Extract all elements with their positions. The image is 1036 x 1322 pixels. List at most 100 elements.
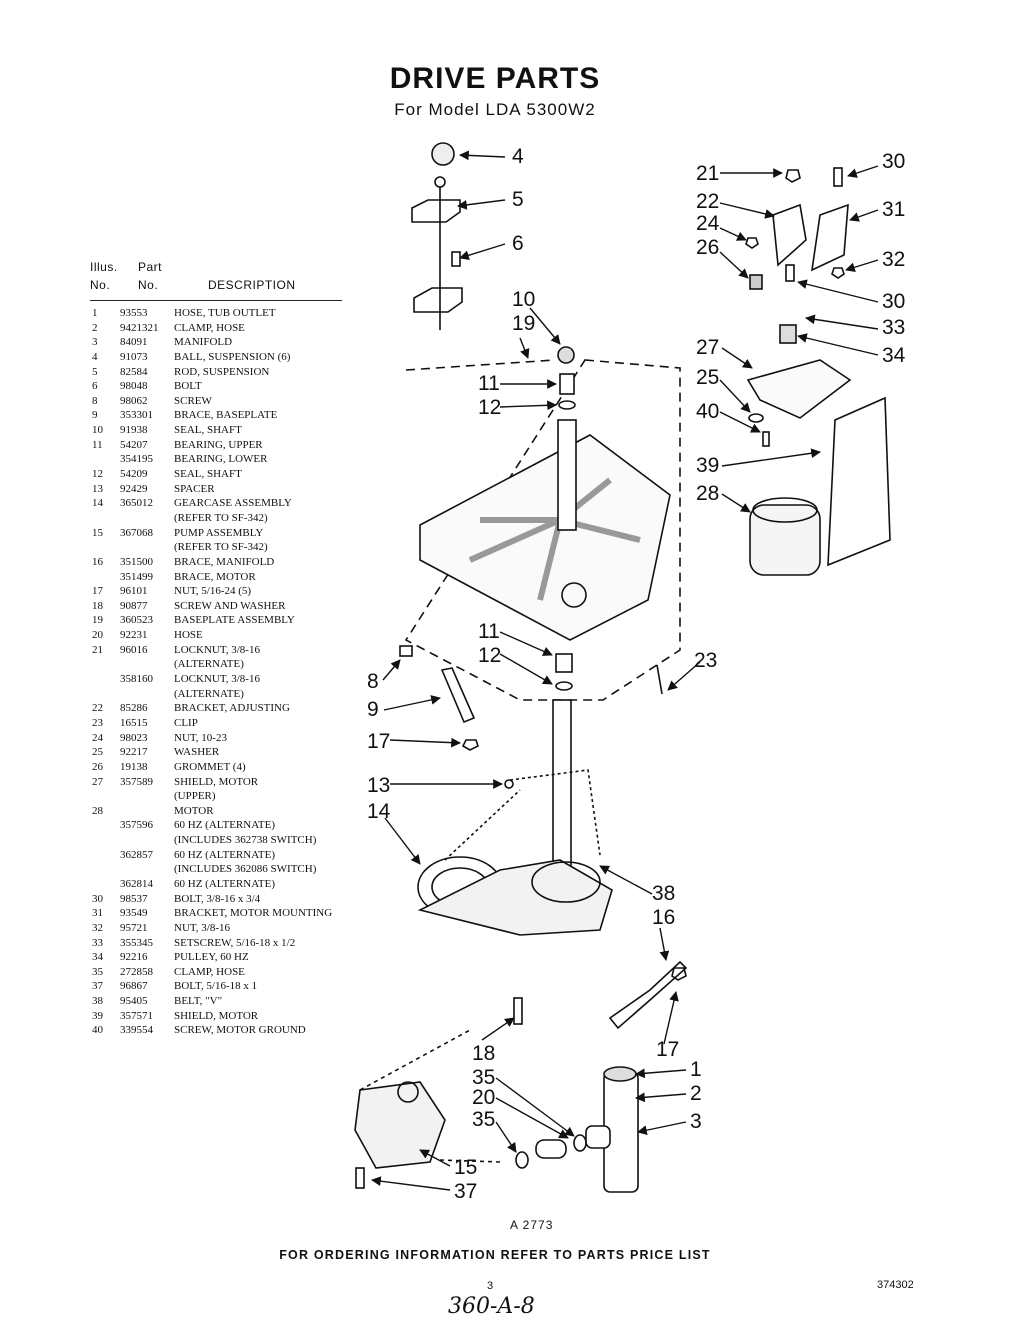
part-number: 92231 — [120, 629, 148, 642]
hose-drawing — [535, 1139, 567, 1159]
part-description: BALL, SUSPENSION (6) — [174, 350, 291, 363]
parts-table-row: 39 357571 SHIELD, MOTOR — [90, 1009, 360, 1024]
illus-number: 12 — [92, 468, 103, 481]
callout-label: 18 — [472, 1042, 495, 1065]
illus-number: 6 — [92, 380, 98, 393]
illus-number: 13 — [92, 482, 103, 495]
part-number: 357571 — [120, 1009, 153, 1022]
callout-label: 1 — [690, 1058, 702, 1081]
illus-number: 11 — [92, 438, 103, 451]
part-description: GEARCASE ASSEMBLY — [174, 497, 292, 510]
part-description: SEAL, SHAFT — [174, 424, 242, 437]
header-part-no: No. — [138, 278, 159, 292]
illus-number: 3 — [92, 336, 98, 349]
part-number: 54207 — [120, 438, 148, 451]
part-description: (REFER TO SF-342) — [174, 511, 268, 524]
parts-table-row: (INCLUDES 362738 SWITCH) — [90, 833, 360, 848]
illus-number: 14 — [92, 497, 103, 510]
part-number: 362814 — [120, 877, 153, 890]
callout-label: 38 — [652, 882, 675, 905]
part-number: 365012 — [120, 497, 153, 510]
part-number: 91938 — [120, 424, 148, 437]
header-description: DESCRIPTION — [208, 278, 296, 292]
part-number: 98062 — [120, 394, 148, 407]
callout-label: 10 — [512, 288, 535, 311]
illus-number: 22 — [92, 702, 103, 715]
illus-number: 15 — [92, 526, 103, 539]
part-number: 19138 — [120, 760, 148, 773]
part-description: PULLEY, 60 HZ — [174, 951, 249, 964]
parts-table-row: (INCLUDES 362086 SWITCH) — [90, 862, 360, 877]
part-number: 98048 — [120, 380, 148, 393]
gearcase-drawing — [417, 859, 613, 936]
callout-label: 32 — [882, 248, 905, 271]
part-number: 355345 — [120, 936, 153, 949]
callout-label: 35 — [472, 1108, 495, 1131]
illus-number: 23 — [92, 716, 103, 729]
callout-label: 14 — [367, 800, 391, 823]
part-description: BRACKET, ADJUSTING — [174, 702, 290, 715]
callout-label: 30 — [882, 150, 905, 173]
part-description: MOTOR — [174, 804, 214, 817]
callout-label: 28 — [696, 482, 719, 505]
part-description: BELT, "V" — [174, 995, 223, 1008]
callout-label: 20 — [472, 1086, 495, 1109]
part-description: BEARING, UPPER — [174, 438, 263, 451]
pump-assembly-drawing — [354, 1081, 446, 1169]
part-number: 91073 — [120, 350, 148, 363]
part-number: 353301 — [120, 409, 153, 422]
parts-table-row: (ALTERNATE) — [90, 657, 360, 672]
part-description: BRACKET, MOTOR MOUNTING — [174, 907, 333, 920]
illus-number: 39 — [92, 1009, 103, 1022]
document-number: 374302 — [877, 1279, 914, 1291]
callout-label: 15 — [454, 1156, 477, 1179]
illus-number: 21 — [92, 643, 103, 656]
part-description: BOLT, 5/16-18 x 1 — [174, 980, 258, 993]
illus-number: 25 — [92, 746, 103, 759]
part-description: BEARING, LOWER — [174, 453, 268, 466]
part-description: (UPPER) — [174, 790, 216, 803]
part-description: NUT, 5/16-24 (5) — [174, 585, 252, 598]
part-description: BRACE, MOTOR — [174, 570, 256, 583]
parts-table-row: (REFER TO SF-342) — [90, 511, 360, 526]
callout-label: 5 — [512, 188, 524, 211]
part-number: 351499 — [120, 570, 153, 583]
part-description: NUT, 3/8-16 — [174, 921, 231, 934]
callout-label: 11 — [478, 620, 500, 643]
callout-label: 22 — [696, 190, 719, 213]
illus-number: 2 — [92, 321, 98, 334]
page-number: 3 — [487, 1280, 494, 1292]
callout-label: 25 — [696, 366, 719, 389]
part-number: 95405 — [120, 995, 148, 1008]
part-description: SCREW, MOTOR GROUND — [174, 1024, 306, 1037]
part-description: MANIFOLD — [174, 336, 233, 349]
part-description: SHIELD, MOTOR — [174, 1009, 259, 1022]
part-number: 357596 — [120, 819, 153, 832]
motor-drawing — [749, 504, 821, 576]
part-description: HOSE — [174, 629, 203, 642]
part-description: BRACE, BASEPLATE — [174, 409, 278, 422]
callout-label: 35 — [472, 1066, 495, 1089]
illus-number: 35 — [92, 965, 103, 978]
illus-number: 5 — [92, 365, 98, 378]
rod-bracket-lower — [413, 287, 463, 313]
motor-shield-drawing — [827, 396, 891, 567]
